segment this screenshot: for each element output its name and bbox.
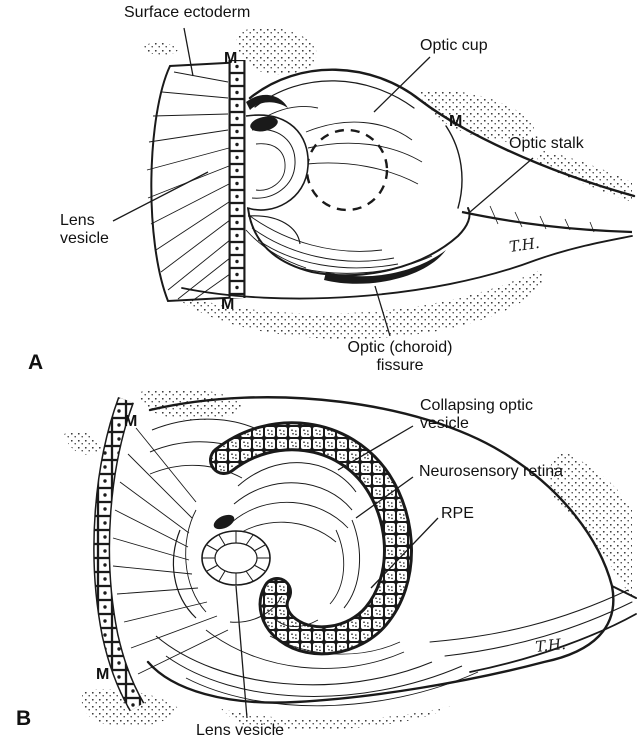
panel-letter-a: A	[28, 351, 44, 374]
mesenchyme-label-a-top: M	[224, 50, 238, 67]
surface-ectoderm-block	[146, 61, 245, 303]
mesenchyme-stipple-b	[64, 390, 632, 730]
optic-fissure-groove	[324, 250, 446, 284]
neurosensory-retina-label: Neurosensory retina	[419, 463, 564, 480]
lens-cell-spokes	[202, 531, 270, 585]
rpe-label: RPE	[441, 505, 474, 522]
optic-fissure-label-line1: Optic (choroid)	[347, 339, 453, 356]
lens-vesicle-label-a-line2: vesicle	[60, 230, 109, 248]
optic-stalk-label: Optic stalk	[509, 135, 584, 152]
artist-signature-a: T.H.	[508, 234, 541, 256]
optic-vesicle-dashed-outline	[305, 128, 389, 212]
lens-vesicle-label-b: Lens vesicle	[196, 722, 285, 739]
collapsing-optic-vesicle-label-line1: Collapsing optic	[420, 397, 533, 414]
surface-ectoderm-label: Surface ectoderm	[124, 4, 251, 21]
optic-fissure-label-line2: fissure	[376, 357, 424, 375]
collapsing-optic-vesicle-label-line2: vesicle	[420, 415, 469, 433]
mesenchyme-stipple-a	[142, 27, 632, 339]
artist-signature-b: T.H.	[535, 635, 567, 656]
outer-contour-b	[146, 396, 637, 704]
lens-vesicle-label-a: Lens vesicle	[60, 212, 109, 249]
surface-ectoderm-cell-band	[93, 397, 145, 712]
lens-vesicle-b	[172, 509, 283, 623]
panel-letter-b: B	[16, 707, 32, 730]
optic-cup-label: Optic cup	[420, 37, 488, 54]
collapsing-optic-vesicle-label: Collapsing optic vesicle	[420, 397, 533, 434]
optic-stalk-lines	[461, 205, 633, 234]
leader-lines-b	[235, 425, 439, 719]
lens-pit	[245, 94, 309, 245]
optic-fissure-label: Optic (choroid) fissure	[325, 339, 475, 376]
mesenchyme-label-a-right: M	[449, 113, 463, 130]
lens-vesicle-label-a-line1: Lens	[60, 212, 95, 229]
leader-lines-a	[112, 27, 534, 337]
mesenchyme-label-b-top: M	[124, 413, 138, 430]
panel-b-illustration: T.H.	[64, 390, 637, 730]
ectoderm-hatching	[146, 71, 231, 302]
mesenchyme-label-a-bottom: M	[221, 296, 235, 313]
lower-swirl-hatching	[155, 629, 479, 707]
optic-cup-hatching	[245, 106, 433, 274]
rpe-cell-band	[209, 421, 413, 656]
mesenchyme-label-b-bottom: M	[96, 666, 110, 683]
panel-a-illustration: T.H.	[112, 27, 636, 339]
